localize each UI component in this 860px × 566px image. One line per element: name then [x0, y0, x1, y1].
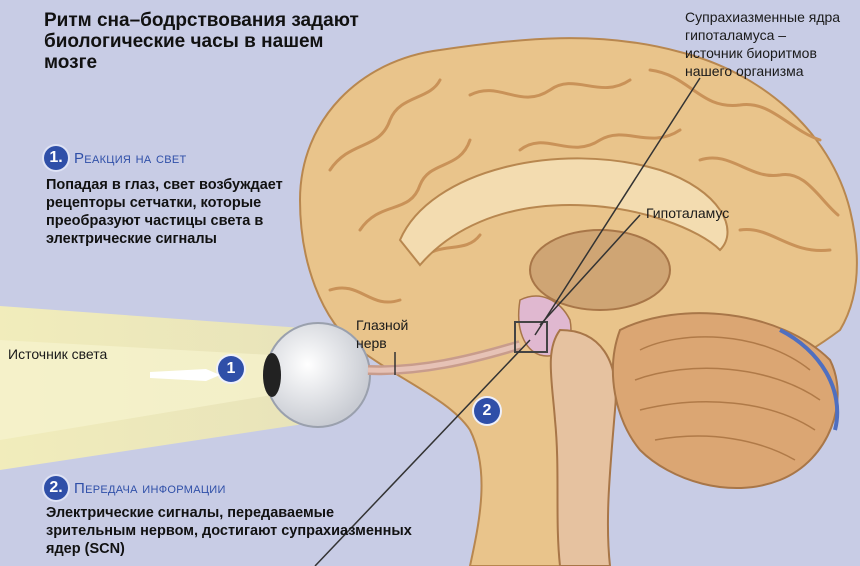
scn-label: Супрахиазменные ядра гипоталамуса – исто… — [685, 8, 845, 80]
iris — [263, 353, 281, 397]
marker-1: 1 — [218, 356, 244, 382]
step-2-title: Передача информации — [74, 480, 226, 497]
thalamus — [530, 230, 670, 310]
step-1-title: Реакция на свет — [74, 150, 187, 167]
step-1-text: Попадая в глаз, свет возбуждает рецептор… — [46, 176, 286, 248]
light-source-label: Источник света — [8, 346, 107, 362]
eye — [266, 323, 370, 427]
step-2-text: Электрические сигналы, передаваемые зрит… — [46, 504, 416, 558]
diagram-title: Ритм сна–бодрствования задают биологичес… — [44, 10, 374, 73]
step-1-badge: 1. — [44, 146, 68, 170]
optic-nerve-label: Глазной нерв — [356, 316, 426, 352]
step-2-header: 2. Передача информации — [44, 476, 226, 500]
step-1-header: 1. Реакция на свет — [44, 146, 187, 170]
step-2-badge: 2. — [44, 476, 68, 500]
light-arrow — [150, 360, 220, 390]
marker-2: 2 — [474, 398, 500, 424]
hypothalamus-label: Гипоталамус — [646, 205, 729, 221]
brainstem — [551, 330, 616, 566]
